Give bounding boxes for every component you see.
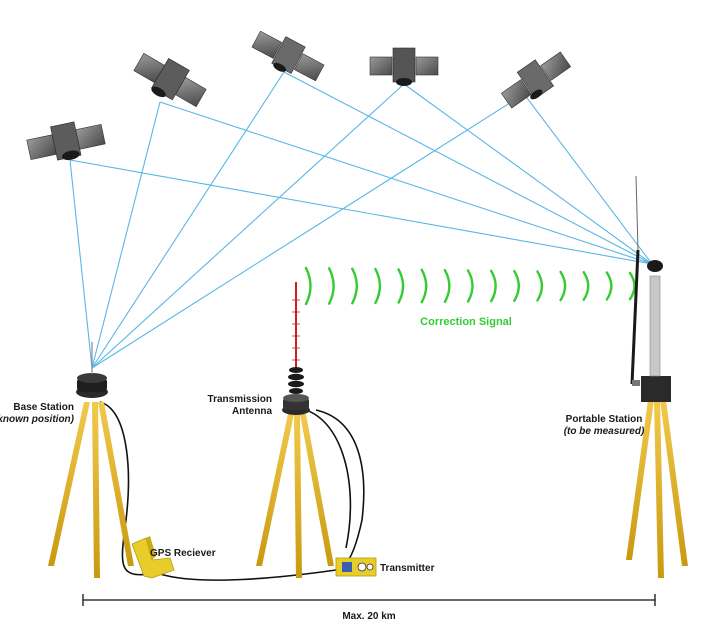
correction-wave-arc (628, 271, 636, 301)
correction-wave-arc (513, 269, 520, 303)
gps-receiver-icon (131, 536, 175, 579)
transmitter-label: Transmitter (380, 563, 435, 574)
satellite-1-icon (26, 121, 106, 161)
correction-wave-arc (304, 266, 312, 306)
transmission-antenna-label-line1: Transmission (208, 394, 272, 405)
correction-wave-arc (582, 271, 590, 301)
correction-wave-arc (443, 268, 451, 304)
distance-bar (82, 594, 656, 606)
base-station-label: Base Station (13, 402, 74, 413)
correction-wave-arc (605, 271, 613, 301)
satellite-signal-lines (69, 71, 653, 369)
correction-wave-arc (327, 267, 335, 305)
correction-wave-arc (374, 267, 382, 305)
satellite-5-icon (500, 51, 572, 109)
satellite-2-icon (133, 52, 207, 108)
distance-label: Max. 20 km (342, 611, 395, 622)
portable-station-label: Portable Station (566, 414, 643, 425)
correction-wave-arc (466, 269, 474, 303)
transmission-antenna-tripod (256, 282, 334, 578)
correction-signal-label: Correction Signal (420, 316, 512, 328)
correction-wave-arc (420, 268, 428, 304)
base-station-note: (known position) (0, 414, 75, 425)
correction-wave-arc (559, 270, 567, 302)
gps-receiver-label: GPS Reciever (150, 548, 216, 559)
transmitter-icon (335, 557, 377, 577)
portable-station-note: (to be measured) (564, 426, 645, 437)
satellite-3-icon (251, 30, 325, 82)
correction-signal-waves (304, 266, 636, 306)
correction-wave-arc (489, 269, 497, 303)
cables (99, 401, 365, 581)
portable-station-tripod (626, 175, 688, 578)
correction-wave-arc (536, 270, 544, 302)
correction-wave-arc (351, 267, 358, 305)
correction-wave-arc (397, 268, 405, 304)
transmission-antenna-label-line2: Antenna (232, 406, 272, 417)
base-station-tripod (48, 342, 134, 578)
satellite-4-icon (369, 47, 439, 86)
